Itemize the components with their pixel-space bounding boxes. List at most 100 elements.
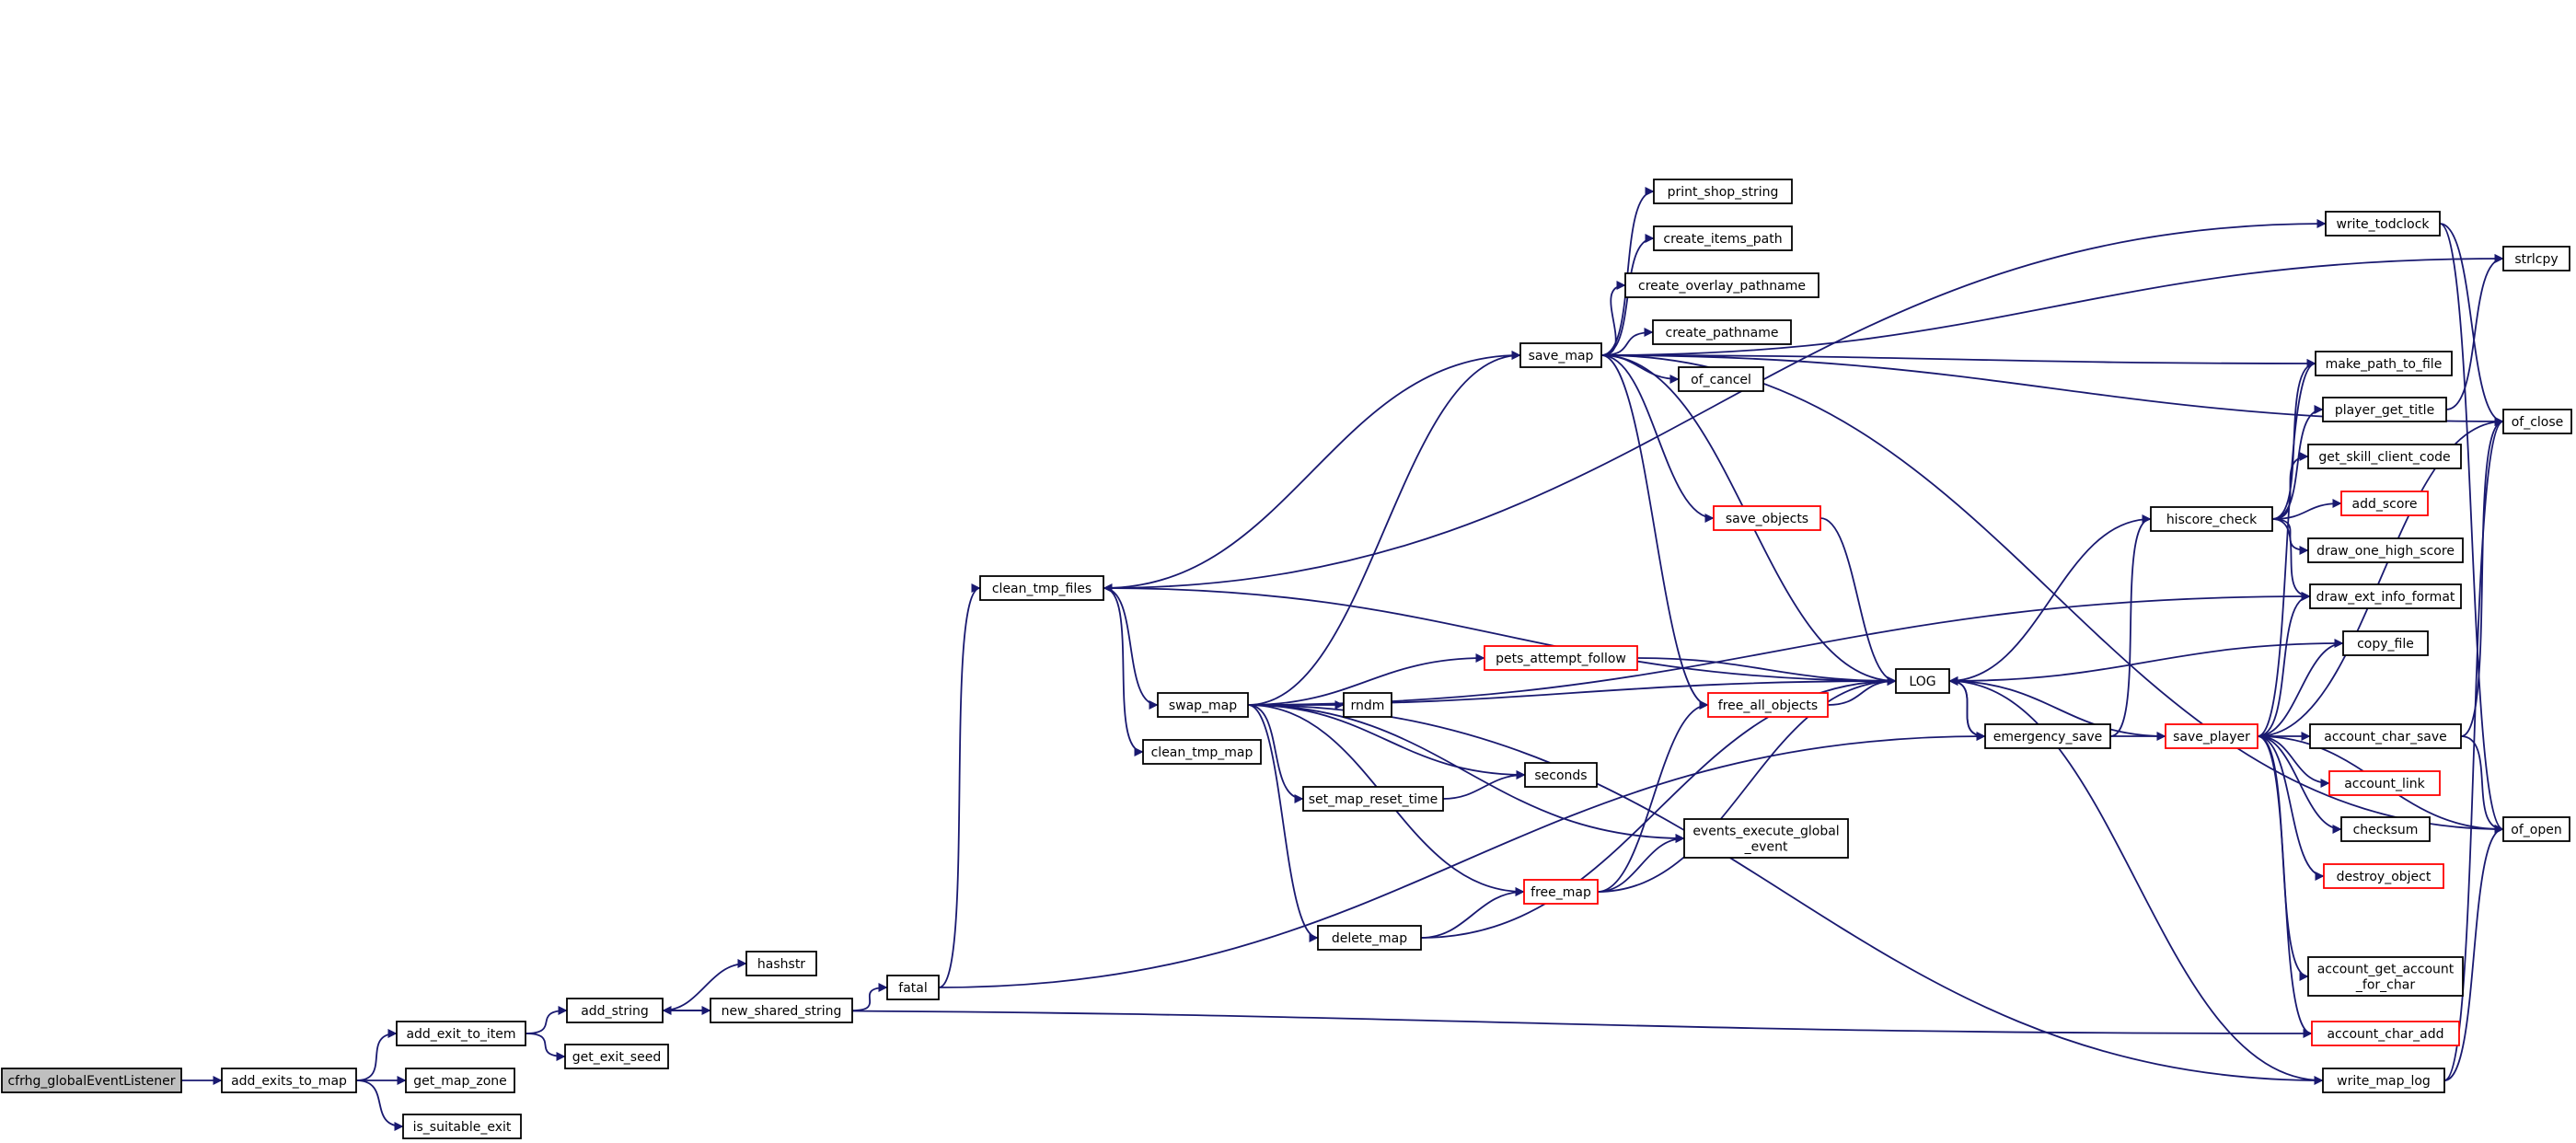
node-get-exit-seed[interactable]: get_exit_seed (564, 1044, 669, 1069)
node-box[interactable] (1653, 225, 1793, 251)
node-box[interactable] (2309, 583, 2462, 609)
node-of-open[interactable]: of_open (2502, 816, 2570, 842)
node-delete-map[interactable]: delete_map (1317, 925, 1422, 951)
node-events-execute-global-event[interactable]: events_execute_global_event (1683, 818, 1849, 859)
node-hashstr[interactable]: hashstr (745, 951, 817, 976)
node-box[interactable] (1707, 692, 1829, 718)
node-write-todclock[interactable]: write_todclock (2325, 211, 2441, 237)
node-box[interactable] (2309, 723, 2462, 749)
node-add-exit-to-item[interactable]: add_exit_to_item (396, 1021, 526, 1046)
node-box[interactable] (1652, 319, 1792, 345)
node-get-map-zone[interactable]: get_map_zone (405, 1068, 515, 1093)
node-box[interactable] (1, 1068, 182, 1093)
node-account-get-account-for-char[interactable]: account_get_account_for_char (2307, 956, 2464, 997)
node-add-score[interactable]: add_score (2340, 491, 2429, 516)
node-box[interactable] (402, 1114, 522, 1139)
node-LOG[interactable]: LOG (1895, 668, 1950, 694)
node-hiscore-check[interactable]: hiscore_check (2150, 506, 2273, 532)
node-box[interactable] (221, 1068, 357, 1093)
node-save-player[interactable]: save_player (2165, 723, 2258, 749)
node-box[interactable] (1317, 925, 1422, 951)
node-free-map[interactable]: free_map (1523, 879, 1599, 905)
node-box[interactable] (1524, 762, 1598, 788)
node-create-pathname[interactable]: create_pathname (1652, 319, 1792, 345)
node-box[interactable] (2340, 491, 2429, 516)
node-account-link[interactable]: account_link (2328, 770, 2441, 796)
node-box[interactable] (2328, 770, 2441, 796)
node-box[interactable] (1142, 739, 1262, 765)
node-fatal[interactable]: fatal (886, 975, 940, 1000)
node-clean-tmp-files[interactable]: clean_tmp_files (979, 575, 1104, 601)
node-pets-attempt-follow[interactable]: pets_attempt_follow (1484, 645, 1638, 671)
node-create-items-path[interactable]: create_items_path (1653, 225, 1793, 251)
node-box[interactable] (2307, 956, 2464, 997)
node-box[interactable] (1984, 723, 2111, 749)
node-clean-tmp-map[interactable]: clean_tmp_map (1142, 739, 1262, 765)
node-box[interactable] (396, 1021, 526, 1046)
node-box[interactable] (564, 1044, 669, 1069)
node-save-map[interactable]: save_map (1519, 342, 1602, 368)
node-box[interactable] (2311, 1021, 2460, 1046)
node-emergency-save[interactable]: emergency_save (1984, 723, 2111, 749)
node-rndm[interactable]: rndm (1343, 692, 1392, 718)
node-account-char-add[interactable]: account_char_add (2311, 1021, 2460, 1046)
node-copy-file[interactable]: copy_file (2342, 630, 2429, 656)
node-box[interactable] (1484, 645, 1638, 671)
node-box[interactable] (2323, 863, 2444, 889)
node-new-shared-string[interactable]: new_shared_string (710, 998, 853, 1023)
node-of-cancel[interactable]: of_cancel (1678, 366, 1764, 392)
node-box[interactable] (1523, 879, 1599, 905)
node-box[interactable] (2150, 506, 2273, 532)
node-create-overlay-pathname[interactable]: create_overlay_pathname (1624, 272, 1819, 298)
node-box[interactable] (1343, 692, 1392, 718)
node-player-get-title[interactable]: player_get_title (2322, 397, 2447, 422)
node-box[interactable] (2502, 409, 2572, 434)
node-box[interactable] (2342, 630, 2429, 656)
node-draw-ext-info-format[interactable]: draw_ext_info_format (2309, 583, 2462, 609)
node-of-close[interactable]: of_close (2502, 409, 2572, 434)
node-print-shop-string[interactable]: print_shop_string (1653, 179, 1793, 204)
node-box[interactable] (710, 998, 853, 1023)
node-cfrhg-globalEventListener[interactable]: cfrhg_globalEventListener (1, 1068, 182, 1093)
node-box[interactable] (2502, 816, 2570, 842)
node-account-char-save[interactable]: account_char_save (2309, 723, 2462, 749)
node-box[interactable] (1678, 366, 1764, 392)
node-strlcpy[interactable]: strlcpy (2502, 246, 2570, 271)
node-swap-map[interactable]: swap_map (1157, 692, 1249, 718)
node-box[interactable] (1653, 179, 1793, 204)
node-box[interactable] (2322, 1068, 2445, 1093)
node-box[interactable] (2165, 723, 2258, 749)
node-box[interactable] (405, 1068, 515, 1093)
node-box[interactable] (1624, 272, 1819, 298)
node-box[interactable] (1157, 692, 1249, 718)
node-destroy-object[interactable]: destroy_object (2323, 863, 2444, 889)
node-add-string[interactable]: add_string (566, 998, 664, 1023)
node-box[interactable] (2315, 351, 2453, 376)
node-write-map-log[interactable]: write_map_log (2322, 1068, 2445, 1093)
node-box[interactable] (1895, 668, 1950, 694)
node-box[interactable] (1713, 505, 1821, 531)
node-box[interactable] (2325, 211, 2441, 237)
node-box[interactable] (2502, 246, 2570, 271)
node-box[interactable] (2322, 397, 2447, 422)
node-seconds[interactable]: seconds (1524, 762, 1598, 788)
node-box[interactable] (2307, 537, 2464, 563)
node-box[interactable] (979, 575, 1104, 601)
node-box[interactable] (886, 975, 940, 1000)
node-checksum[interactable]: checksum (2340, 816, 2431, 842)
node-box[interactable] (1302, 786, 1444, 812)
node-make-path-to-file[interactable]: make_path_to_file (2315, 351, 2453, 376)
node-box[interactable] (1683, 818, 1849, 859)
node-draw-one-high-score[interactable]: draw_one_high_score (2307, 537, 2464, 563)
node-box[interactable] (2307, 444, 2462, 469)
node-add-exits-to-map[interactable]: add_exits_to_map (221, 1068, 357, 1093)
node-save-objects[interactable]: save_objects (1713, 505, 1821, 531)
node-set-map-reset-time[interactable]: set_map_reset_time (1302, 786, 1444, 812)
node-box[interactable] (566, 998, 664, 1023)
node-free-all-objects[interactable]: free_all_objects (1707, 692, 1829, 718)
node-box[interactable] (1519, 342, 1602, 368)
node-box[interactable] (2340, 816, 2431, 842)
node-is-suitable-exit[interactable]: is_suitable_exit (402, 1114, 522, 1139)
node-box[interactable] (745, 951, 817, 976)
node-get-skill-client-code[interactable]: get_skill_client_code (2307, 444, 2462, 469)
